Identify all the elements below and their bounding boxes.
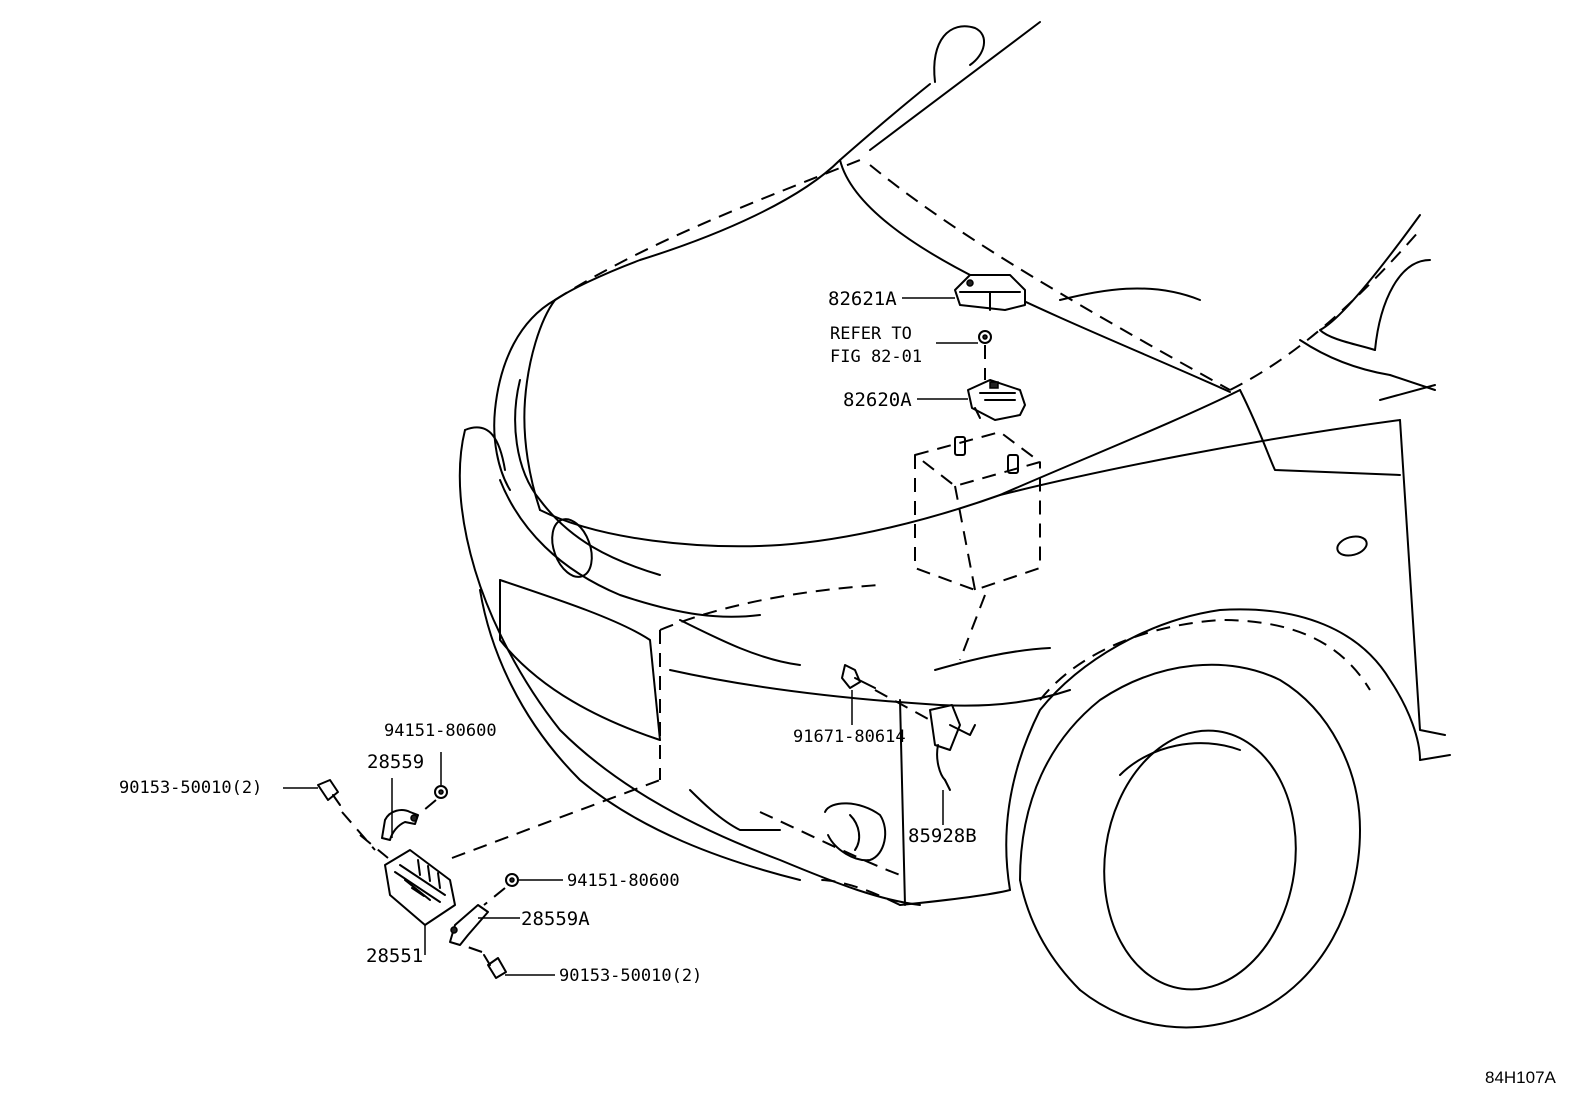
label-refer-line1: REFER TO xyxy=(830,324,912,344)
part-28559A-bracket xyxy=(449,904,520,946)
battery-outline xyxy=(914,431,1041,591)
bracket-link xyxy=(359,834,389,859)
label-90153-upper: 90153-50010(2) xyxy=(119,778,262,798)
battery-link xyxy=(959,594,986,661)
part-28559-bracket xyxy=(381,778,419,841)
label-94151-upper: 94151-80600 xyxy=(384,721,497,741)
label-28551: 28551 xyxy=(366,945,423,967)
part-90153-upper-bolt xyxy=(283,779,376,851)
nut-refer xyxy=(978,330,992,380)
part-91671-bolt xyxy=(841,664,931,725)
label-91671-80614: 91671-80614 xyxy=(793,727,906,747)
label-28559A: 28559A xyxy=(521,908,590,930)
label-82620A: 82620A xyxy=(843,389,912,411)
label-refer-line2: FIG 82-01 xyxy=(830,347,922,367)
label-94151-lower: 94151-80600 xyxy=(567,871,680,891)
label-28559: 28559 xyxy=(367,751,424,773)
part-28551-ecu xyxy=(384,849,456,955)
figure-id: 84H107A xyxy=(1485,1068,1557,1087)
label-85928B: 85928B xyxy=(908,825,977,847)
label-82621A: 82621A xyxy=(828,288,897,310)
part-94151-upper-nut xyxy=(417,752,448,816)
part-85928B xyxy=(929,704,976,825)
part-94151-lower-nut xyxy=(483,873,563,906)
part-90153-lower-bolt xyxy=(461,944,555,979)
ecu-link xyxy=(451,779,661,859)
part-82620A xyxy=(967,379,1026,421)
part-82621A xyxy=(954,274,1026,311)
label-90153-lower: 90153-50010(2) xyxy=(559,966,702,986)
